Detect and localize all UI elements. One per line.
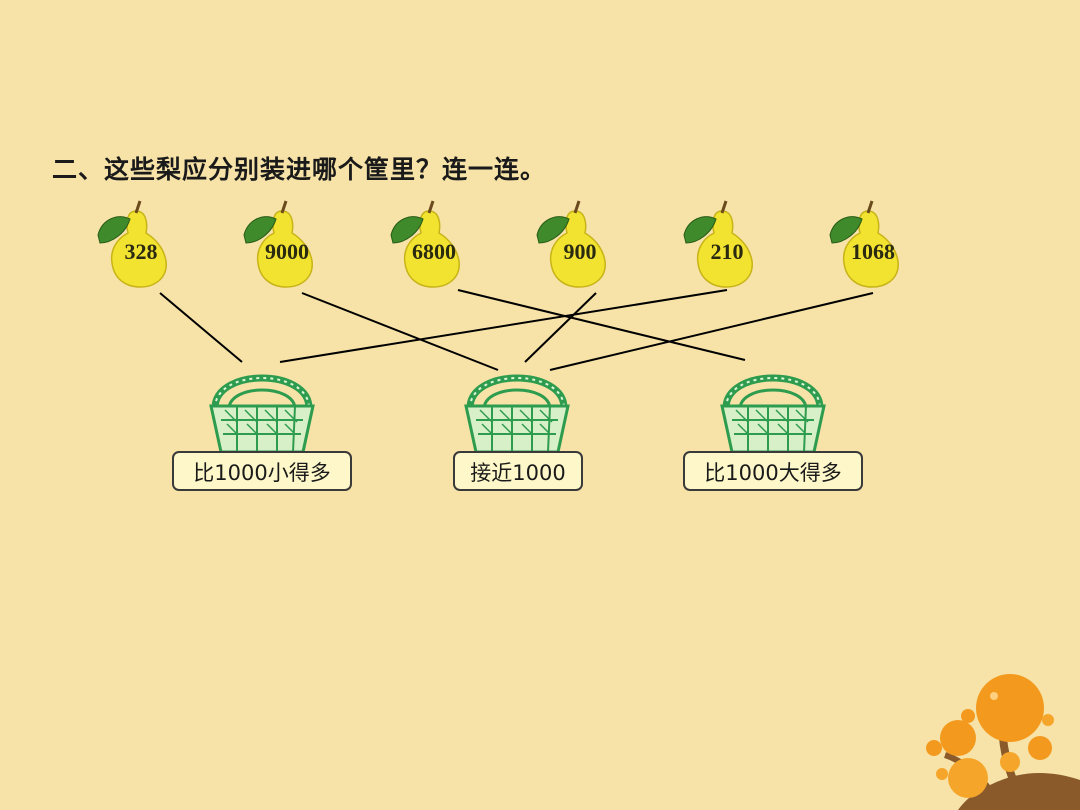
basket-large[interactable] xyxy=(718,360,828,456)
connection-line xyxy=(549,292,874,371)
pear-icon xyxy=(97,200,167,288)
basket-label-large: 比1000大得多 xyxy=(683,451,863,491)
pear-number: 1068 xyxy=(851,239,895,264)
connection-line xyxy=(279,289,728,363)
pear-icon xyxy=(536,200,606,288)
pear-icon xyxy=(829,200,899,288)
pear-number: 900 xyxy=(563,239,597,264)
basket-label-small: 比1000小得多 xyxy=(172,451,352,491)
connection-line xyxy=(457,289,746,361)
pear-1068[interactable]: 1068 xyxy=(828,197,908,293)
question-title: 二、这些梨应分别装进哪个筐里？连一连。 xyxy=(52,155,547,184)
pear-328[interactable]: 328 xyxy=(96,197,176,293)
connection-line xyxy=(159,292,243,363)
basket-icon xyxy=(720,374,826,454)
basket-label-near: 接近1000 xyxy=(453,451,583,491)
connection-line xyxy=(524,292,597,363)
pear-icon xyxy=(243,200,313,288)
pear-icon xyxy=(683,200,753,288)
pear-210[interactable]: 210 xyxy=(682,197,762,293)
pear-9000[interactable]: 9000 xyxy=(242,197,322,293)
pear-6800[interactable]: 6800 xyxy=(389,197,469,293)
pear-number: 210 xyxy=(710,239,744,264)
pear-number: 328 xyxy=(124,239,158,264)
pear-number: 9000 xyxy=(265,239,309,264)
pear-number: 6800 xyxy=(412,239,456,264)
connection-line xyxy=(301,292,499,371)
pear-icon xyxy=(390,200,460,288)
pear-900[interactable]: 900 xyxy=(535,197,615,293)
